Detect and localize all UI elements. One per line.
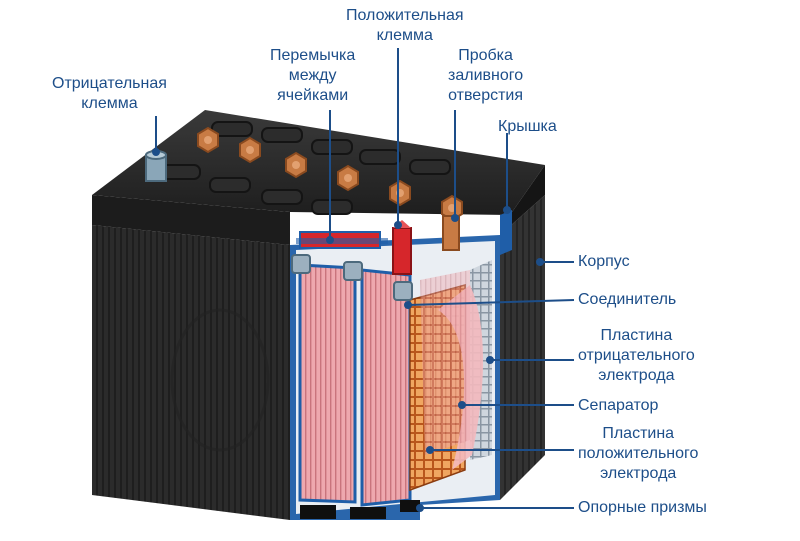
label-negative-terminal: Отрицательная клемма	[52, 75, 167, 112]
filler-plug	[442, 215, 460, 251]
case-right	[500, 195, 545, 500]
label-filler-plug: Пробка заливного отверстия	[448, 47, 524, 104]
positive-plates	[298, 263, 412, 507]
label-connector: Соединитель	[578, 291, 677, 308]
case-front-shade	[92, 225, 290, 520]
support-prisms-shape	[300, 500, 420, 519]
label-negative-plate: Пластина отрицательного электрода	[578, 327, 695, 384]
label-positive-plate: Пластина положительного электрода	[578, 425, 699, 482]
case-front	[92, 225, 290, 520]
leader-lines	[152, 48, 575, 512]
label-case: Корпус	[578, 253, 630, 270]
label-lid: Крышка	[498, 118, 557, 135]
case-logo-mark	[170, 308, 270, 452]
connector-posts	[291, 254, 413, 301]
label-support-prisms: Опорные призмы	[578, 499, 707, 516]
lid-front-edge	[92, 195, 290, 245]
label-separator: Сепаратор	[578, 397, 659, 414]
separator-sheet	[438, 285, 484, 470]
lid-blue-edge	[500, 210, 512, 255]
copper-caps	[197, 126, 463, 222]
label-cell-bridge: Перемычка между ячейками	[270, 47, 356, 104]
separator-stripes	[420, 270, 470, 455]
lid-bumps	[159, 121, 451, 215]
positive-terminal-post	[392, 220, 412, 275]
cell-bridge	[296, 231, 388, 249]
label-positive-terminal: Положительная клемма	[346, 7, 464, 44]
